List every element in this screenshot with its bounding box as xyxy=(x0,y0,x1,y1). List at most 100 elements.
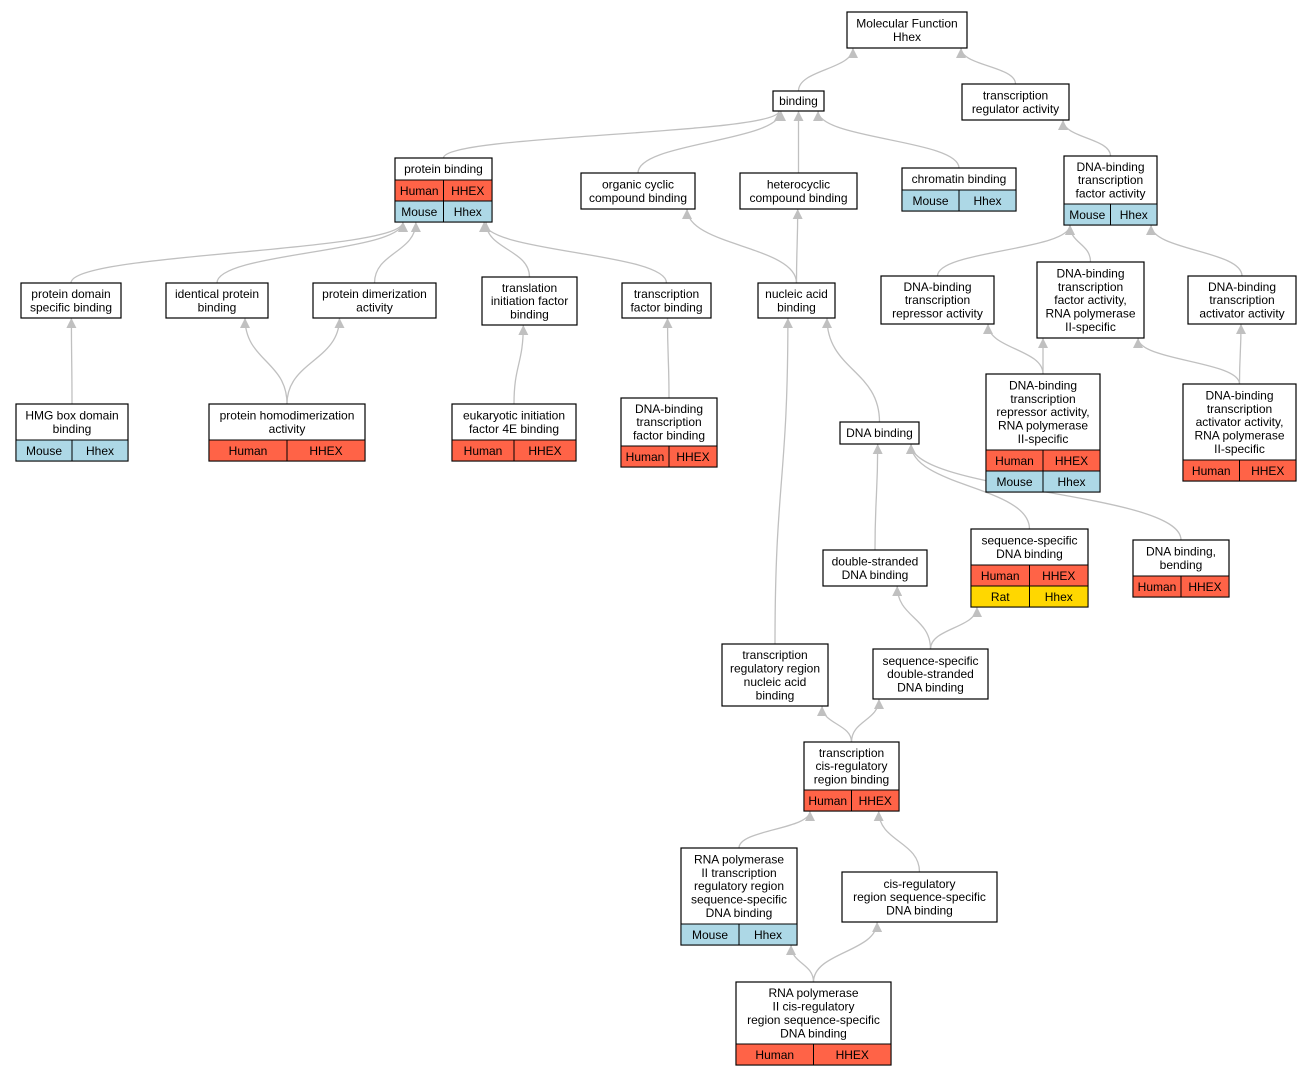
gene-cell xyxy=(1239,459,1297,482)
is-a-edge xyxy=(662,317,673,399)
is-a-edge xyxy=(983,323,1044,375)
species-name: Mouse xyxy=(912,194,948,208)
go-term-label: transcription xyxy=(634,287,699,301)
gene-cell xyxy=(1180,575,1230,598)
go-term-label: DNA binding, xyxy=(1146,545,1216,559)
go-term-label: binding xyxy=(53,422,92,436)
go-term-label: activity xyxy=(356,300,393,314)
gene-symbol: Hhex xyxy=(973,194,1001,208)
is-a-edge xyxy=(822,317,881,423)
gene-cell xyxy=(813,1043,892,1066)
go-term-binding[interactable]: binding xyxy=(772,90,825,112)
species-name: Rat xyxy=(991,590,1010,604)
gene-symbol: HHEX xyxy=(1251,464,1284,478)
go-term-label: RNA polymerase xyxy=(1194,429,1284,443)
go-term-label: HMG box domain xyxy=(25,409,118,423)
go-term-label: region binding xyxy=(814,773,889,787)
go-term-label: transcription xyxy=(1058,280,1123,294)
go-term-label: DNA binding xyxy=(842,568,909,582)
gene-symbol: HHEX xyxy=(1042,569,1075,583)
go-term-label: DNA-binding xyxy=(1205,388,1273,402)
is-a-edge xyxy=(1065,224,1092,263)
is-a-edge xyxy=(286,317,345,405)
go-term-label: DNA-binding xyxy=(1009,378,1077,392)
go-term-label: protein dimerization xyxy=(322,287,427,301)
go-term-label: region sequence-specific xyxy=(747,1013,880,1027)
go-term-label: II-specific xyxy=(1065,320,1116,334)
go-term-label: compound binding xyxy=(589,191,687,205)
go-term-box xyxy=(621,282,712,319)
gene-symbol: Hhex xyxy=(1057,475,1085,489)
gene-symbol: HHEX xyxy=(451,184,484,198)
is-a-edge xyxy=(956,47,1017,85)
go-term-box xyxy=(961,83,1070,121)
go-term-label: transcription xyxy=(983,89,1048,103)
go-term-label: cis-regulatory xyxy=(883,877,955,891)
is-a-edge xyxy=(216,221,408,284)
is-a-edge xyxy=(817,705,853,743)
go-term-label: regulatory region xyxy=(730,662,820,676)
go-term-label: transcription xyxy=(1207,402,1272,416)
species-name: Human xyxy=(626,450,665,464)
go-term-box xyxy=(846,11,968,49)
species-name: Human xyxy=(229,444,268,458)
gene-symbol: Hhex xyxy=(754,928,782,942)
go-term-label: DNA binding xyxy=(897,681,964,695)
is-a-edge xyxy=(906,443,1031,530)
go-term-label: transcription xyxy=(636,415,701,429)
go-term-label: sequence-specific xyxy=(981,534,1077,548)
is-a-edge xyxy=(682,208,798,284)
go-term-label: bending xyxy=(1160,558,1203,572)
go-term-box xyxy=(739,172,858,210)
go-term-label: double-stranded xyxy=(832,555,919,569)
go-term-dna[interactable]: DNA binding xyxy=(839,421,920,445)
go-term-box xyxy=(580,172,696,210)
go-term-label: II-specific xyxy=(1018,432,1069,446)
go-term-label: DNA-binding xyxy=(1208,280,1276,294)
is-a-edge xyxy=(872,443,883,551)
is-a-edge xyxy=(892,585,932,650)
gene-cell xyxy=(851,789,900,812)
go-term-label: RNA polymerase xyxy=(998,419,1088,433)
gene-symbol: Hhex xyxy=(1045,590,1073,604)
go-term-label: transcription xyxy=(1010,392,1075,406)
go-term-label: activator activity, xyxy=(1196,415,1284,429)
go-term-label: sequence-specific xyxy=(882,654,978,668)
go-term-label: nucleic acid xyxy=(765,287,828,301)
gene-symbol: HHEX xyxy=(1188,580,1221,594)
gene-cell xyxy=(1029,585,1089,608)
go-term-label: eukaryotic initiation xyxy=(463,409,565,423)
